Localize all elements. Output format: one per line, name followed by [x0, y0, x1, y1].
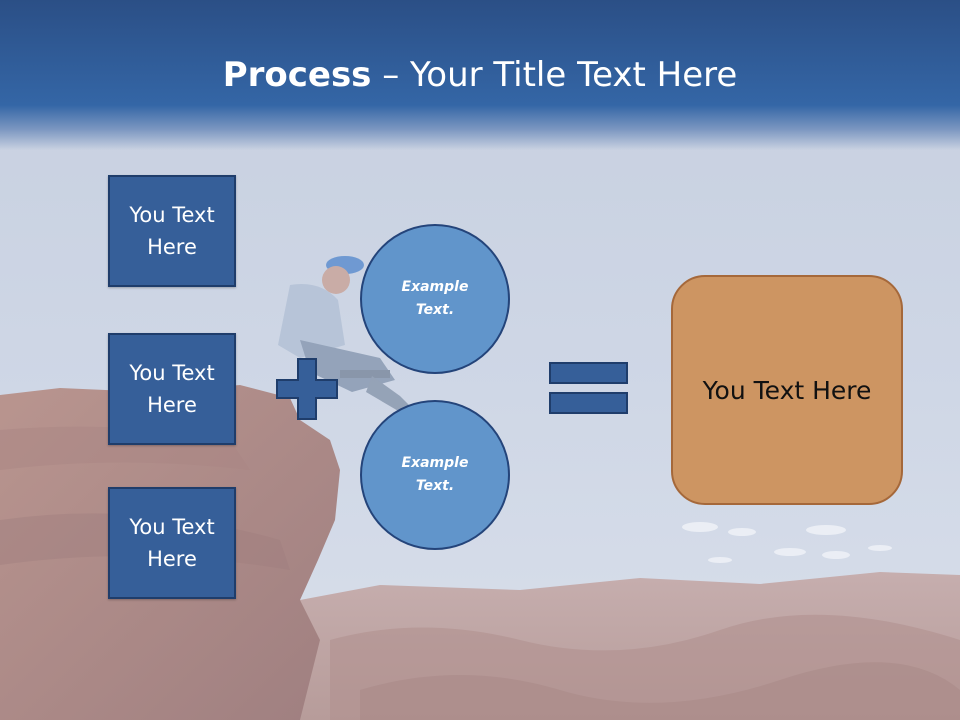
title-bar	[0, 0, 960, 150]
title-rest: – Your Title Text Here	[371, 55, 738, 95]
process-box-2[interactable]: You Text Here	[108, 333, 236, 445]
process-box-3[interactable]: You Text Here	[108, 487, 236, 599]
title-bold: Process	[222, 55, 372, 95]
process-box-1[interactable]: You Text Here	[108, 175, 236, 287]
slide-title: Process – Your Title Text Here	[0, 52, 960, 98]
example-circle-1[interactable]: Example Text.	[360, 224, 510, 374]
example-circle-label: Example Text.	[401, 279, 469, 318]
example-circle-2[interactable]: Example Text.	[360, 400, 510, 550]
example-circle-label: Example Text.	[401, 455, 469, 494]
result-label: You Text Here	[702, 375, 872, 405]
process-box-label: You Text Here	[129, 515, 215, 571]
process-box-label: You Text Here	[129, 203, 215, 259]
process-box-label: You Text Here	[129, 361, 215, 417]
plus-icon	[276, 358, 338, 420]
result-box[interactable]: You Text Here	[671, 275, 903, 505]
equals-icon	[549, 362, 628, 414]
